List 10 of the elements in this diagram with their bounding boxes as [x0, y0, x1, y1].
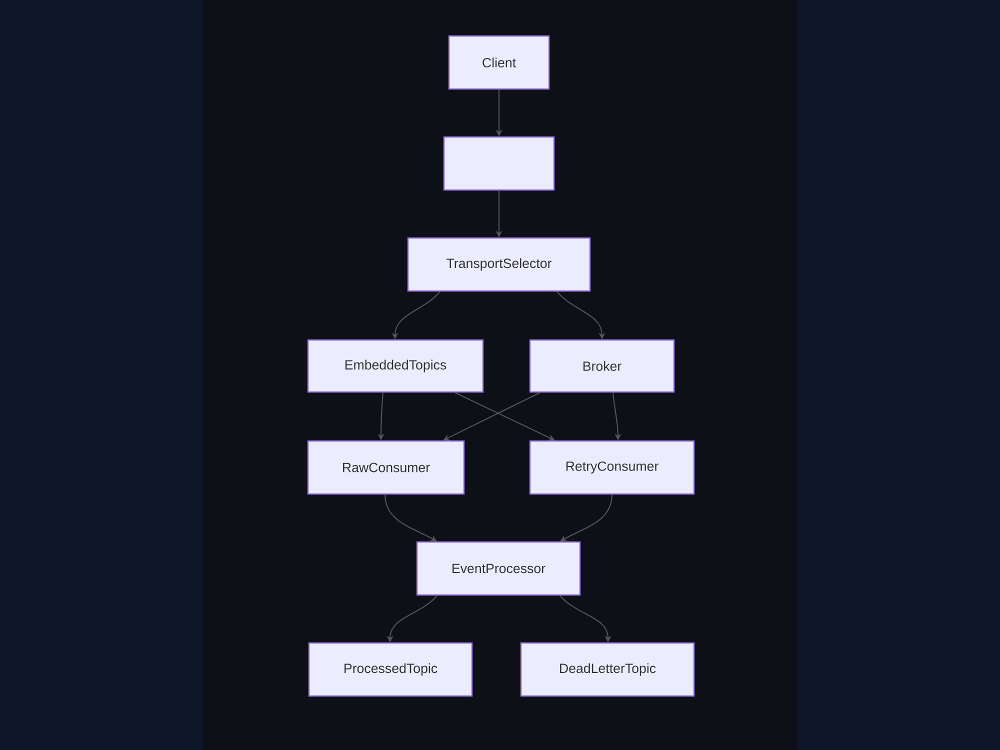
- process-box: Client: [448, 35, 550, 90]
- process-box: Broker: [529, 339, 675, 393]
- process-box: RetryConsumer: [529, 440, 695, 495]
- process-box: TransportSelector: [407, 237, 591, 292]
- process-box: EventProcessor: [416, 541, 581, 596]
- process-box: DeadLetterTopic: [520, 642, 695, 697]
- empty-box: [443, 136, 555, 191]
- process-box: EmbeddedTopics: [307, 339, 484, 393]
- process-box: ProcessedTopic: [308, 642, 473, 697]
- process-box: RawConsumer: [307, 440, 465, 495]
